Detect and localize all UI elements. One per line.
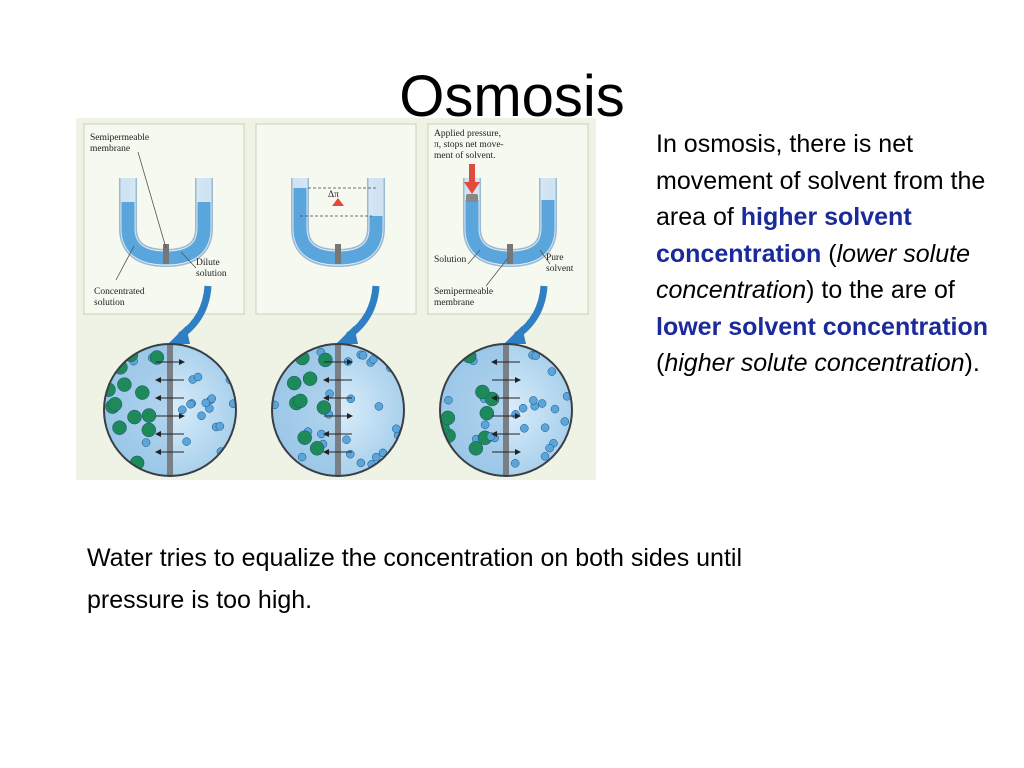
dilute-pointer: [180, 251, 197, 269]
label-membrane-bottom-1: Semipermeable: [434, 287, 493, 297]
pressure-arrow: [464, 164, 480, 194]
italic-higher-solute: higher solute concentration: [664, 349, 965, 377]
explanation-part-4: (: [656, 349, 665, 377]
highlight-higher-solvent: higher solvent concentration: [656, 203, 912, 268]
label-pure-2: solvent: [546, 264, 574, 274]
solution-pointer: [467, 249, 481, 265]
concentrated-pointer: [115, 245, 135, 281]
u-tube-2: [291, 178, 385, 268]
label-membrane-top-1: Semipermeable: [90, 133, 149, 143]
summary-text: Water tries to equalize the concentratio…: [87, 544, 743, 614]
zoom-arrow-3-head: [504, 326, 526, 344]
label-concentrated-2: solution: [94, 298, 125, 308]
label-membrane-top-2: membrane: [90, 144, 130, 154]
u-tube-3: [463, 178, 557, 268]
u-tube-1: [119, 178, 213, 268]
magnified-circle-3: [440, 344, 572, 476]
label-applied-3: ment of solvent.: [434, 150, 495, 161]
magnified-circle-ring-1: [103, 343, 237, 477]
label-membrane-bottom-2: membrane: [434, 298, 474, 308]
zoom-arrow-1-head: [168, 326, 190, 344]
delta-pi-arrow: [332, 198, 344, 206]
magnified-circle-ring-2: [271, 343, 405, 477]
label-dilute-1: Dilute: [196, 258, 220, 268]
membrane-pointer-1: [137, 151, 167, 249]
explanation-part-2: (: [821, 239, 837, 268]
label-solution: Solution: [434, 255, 466, 265]
label-concentrated-1: Concentrated: [94, 287, 145, 297]
label-pure-1: Pure: [546, 253, 563, 263]
panel-1-bg: [83, 123, 245, 315]
panel-2-bg: [255, 123, 417, 315]
label-delta-pi: Δπ: [328, 190, 339, 200]
explanation-part-3: ) to the are of: [806, 276, 955, 304]
osmosis-figure: Semipermeable membrane Dilute solution C…: [76, 118, 596, 480]
label-applied-2: π, stops net move-: [434, 140, 504, 150]
magnified-views: [103, 343, 573, 477]
zoom-arrow-2-head: [336, 326, 358, 344]
highlight-lower-solvent: lower solvent concentration: [656, 312, 989, 341]
pure-pointer: [539, 249, 551, 265]
explanation-part-5: ).: [964, 349, 980, 377]
magnified-circle-ring-3: [439, 343, 573, 477]
osmosis-illustration: Semipermeable membrane Dilute solution C…: [83, 123, 589, 477]
explanation-text: In osmosis, there is net movement of sol…: [656, 126, 1016, 382]
panel-3-bg: [427, 123, 589, 315]
explanation-part-1: In osmosis, there is net movement of sol…: [656, 130, 986, 231]
label-dilute-2: solution: [196, 269, 227, 279]
italic-lower-solute: lower solute concentration: [656, 239, 970, 305]
membrane-pointer-3: [485, 257, 509, 287]
label-applied-1: Applied pressure,: [434, 129, 501, 139]
